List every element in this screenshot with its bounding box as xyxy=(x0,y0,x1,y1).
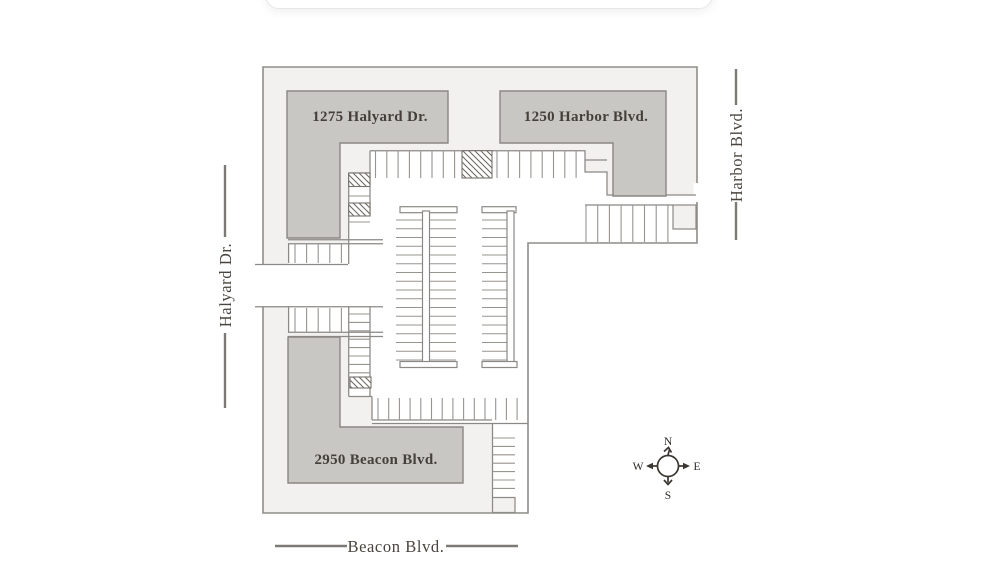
harbor-corner-island xyxy=(672,204,697,230)
building-1275-halyard: 1275 Halyard Dr. xyxy=(286,90,449,239)
parcel-boundary xyxy=(262,66,698,514)
harbor-row-edge xyxy=(585,159,673,206)
street-label-beacon: Beacon Blvd. xyxy=(347,537,444,556)
parking-row-entry-upper xyxy=(294,244,342,263)
compass-letter-e: E xyxy=(693,461,700,473)
street-beacon: Beacon Blvd. xyxy=(275,537,518,556)
beacon-lane-island xyxy=(491,496,516,514)
lot-edge-west-lower xyxy=(348,306,373,420)
street-label-halyard: Halyard Dr. xyxy=(216,243,235,328)
compass-letter-s: S xyxy=(665,490,671,502)
hatched-island-west-1 xyxy=(348,172,371,188)
parking-row-entry-lower xyxy=(294,308,342,332)
building-1275-footprint xyxy=(286,90,449,239)
street-harbor: Harbor Blvd. xyxy=(727,69,746,240)
building-2950-footprint xyxy=(287,336,464,484)
entry-driveway-edges xyxy=(255,263,383,308)
hatched-island-west-2 xyxy=(348,202,371,217)
street-halyard: Halyard Dr. xyxy=(216,165,235,408)
hatched-island-north xyxy=(461,150,493,179)
parking-island-a-west xyxy=(396,219,423,361)
building-2950-beacon: 2950 Beacon Blvd. xyxy=(287,336,464,484)
hatched-island-west-3 xyxy=(349,376,372,389)
building-1250-harbor: 1250 Harbor Blvd. xyxy=(499,90,667,197)
parking-col-west-lower xyxy=(348,313,370,374)
building-1275-label: 1275 Halyard Dr. xyxy=(312,109,428,125)
compass-circle xyxy=(656,454,680,478)
street-label-harbor: Harbor Blvd. xyxy=(727,108,746,202)
parking-row-north-east xyxy=(496,150,577,178)
parking-row-harbor xyxy=(585,205,669,242)
parking-island-b-west xyxy=(482,219,507,361)
parking-row-north-west xyxy=(374,150,456,178)
parking-row-south xyxy=(377,398,518,420)
building-1250-footprint xyxy=(499,90,667,197)
compass-rose: N S W E xyxy=(633,436,701,502)
compass-needle-north xyxy=(667,449,671,456)
building-1250-label: 1250 Harbor Blvd. xyxy=(524,109,648,125)
parking-lane-beacon xyxy=(492,437,515,489)
compass-letter-n: N xyxy=(664,436,673,448)
compass-letter-w: W xyxy=(633,461,644,473)
parking-median-a xyxy=(399,206,458,369)
curb-below-building-1275 xyxy=(287,239,383,263)
building-2950-label: 2950 Beacon Blvd. xyxy=(314,452,437,468)
parking-median-b xyxy=(481,206,518,369)
parking-island-a-east xyxy=(429,219,456,361)
